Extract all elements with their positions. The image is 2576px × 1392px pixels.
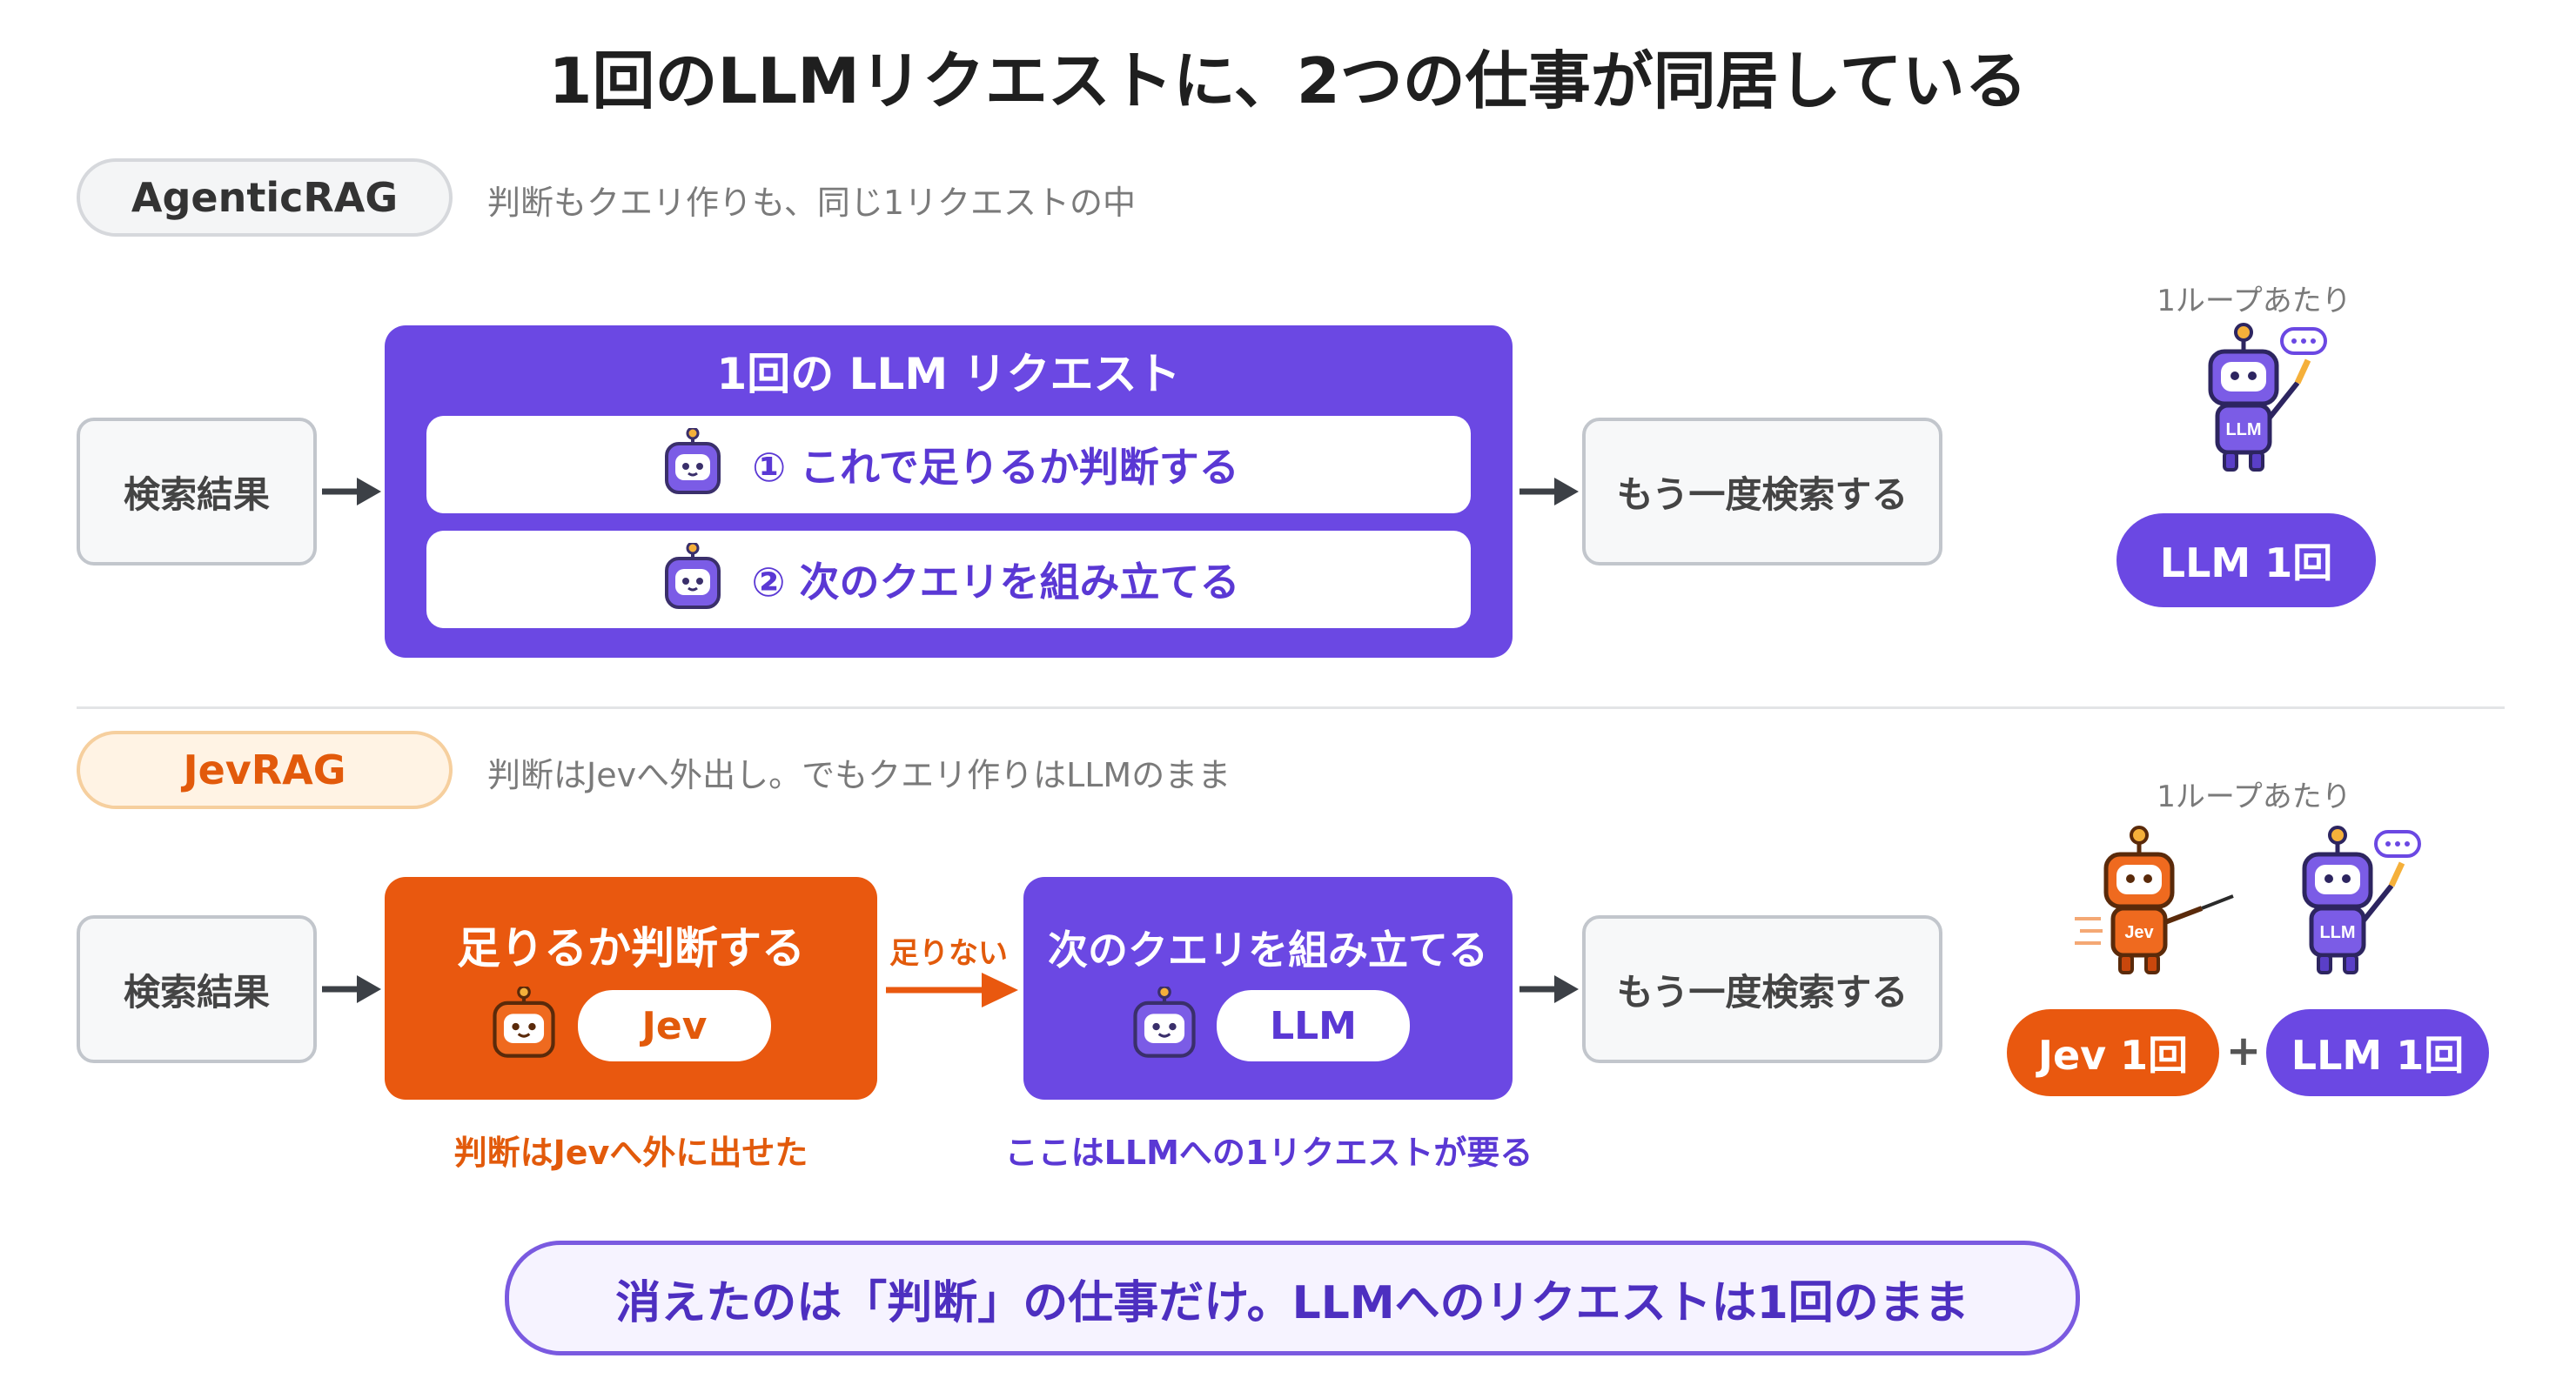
jev-caption: 判断はJevへ外に出せた (453, 1134, 808, 1172)
jev-input-box: 検索結果 (77, 915, 317, 1063)
agenticrag-label: AgenticRAG (77, 158, 453, 237)
agentic-input-label: 検索結果 (123, 472, 270, 516)
jev-output-box: もう一度検索する (1582, 915, 1942, 1063)
llm-caption: ここはLLMへの1リクエストが要る (1004, 1134, 1533, 1172)
llm-query-panel (1023, 877, 1513, 1100)
step-judge-row: ① これで足りるか判断する (426, 416, 1471, 513)
agentic-count-badge: LLM 1回 (2116, 513, 2376, 607)
jev-robot-icon: Jev (2075, 826, 2234, 974)
jev-robot-label: Jev (2124, 923, 2154, 942)
not-enough-label: 足りない (889, 936, 1008, 971)
llm-tag: LLM (1217, 990, 1410, 1061)
orange-arrow-icon (886, 973, 1018, 1007)
jev-robot-face-icon (493, 987, 555, 1058)
summary-banner: 消えたのは「判断」の仕事だけ。LLMへのリクエストは1回のまま (505, 1241, 2080, 1355)
agentic-output-label: もう一度検索する (1616, 472, 1909, 516)
agenticrag-note: 判断もクエリ作りも、同じ1リクエストの中 (487, 184, 1137, 222)
step-query-label: ② 次のクエリを組み立てる (751, 559, 1240, 606)
jev-input-label: 検索結果 (123, 970, 270, 1014)
robot-face-icon (664, 543, 721, 609)
jev-count-badge: Jev 1回 (2007, 1009, 2219, 1096)
llm-count-badge: LLM 1回 (2266, 1009, 2489, 1096)
agentic-input-box: 検索結果 (77, 418, 317, 566)
llm-robot-face-icon (1133, 987, 1196, 1058)
arrow-icon (322, 975, 381, 1003)
jev-output-label: もう一度検索する (1616, 970, 1909, 1014)
robot-face-icon (665, 428, 721, 494)
llm-robot-label: LLM (2319, 923, 2355, 942)
llm-robot-icon: LLM (2208, 323, 2327, 472)
step-judge-label: ① これで足りるか判断する (752, 444, 1239, 491)
jev-per-loop: 1ループあたり (2157, 780, 2351, 814)
agentic-output-box: もう一度検索する (1582, 418, 1942, 566)
summary-text: 消えたのは「判断」の仕事だけ。LLMへのリクエストは1回のまま (615, 1276, 1969, 1329)
agentic-per-loop: 1ループあたり (2157, 284, 2351, 318)
jev-judge-panel (385, 877, 877, 1100)
arrow-icon (1519, 478, 1579, 505)
llm-robot-label: LLM (2225, 420, 2261, 439)
jev-tag: Jev (578, 990, 771, 1061)
jevrag-label: JevRAG (77, 731, 453, 809)
page-title: 1回のLLMリクエストに、2つの仕事が同居している (548, 44, 2028, 117)
section-divider (77, 706, 2505, 709)
arrow-icon (322, 478, 381, 505)
arrow-icon (1519, 975, 1579, 1003)
jev-judge-title: 足りるか判断する (457, 923, 805, 974)
jevrag-note: 判断はJevへ外出し。でもクエリ作りはLLMのまま (487, 756, 1231, 794)
llm-request-title: 1回の LLM リクエスト (716, 349, 1181, 399)
step-query-row: ② 次のクエリを組み立てる (426, 531, 1471, 628)
plus-sign: + (2225, 1027, 2262, 1075)
llm-robot-icon: LLM (2302, 826, 2421, 974)
llm-query-title: 次のクエリを組み立てる (1048, 927, 1488, 974)
